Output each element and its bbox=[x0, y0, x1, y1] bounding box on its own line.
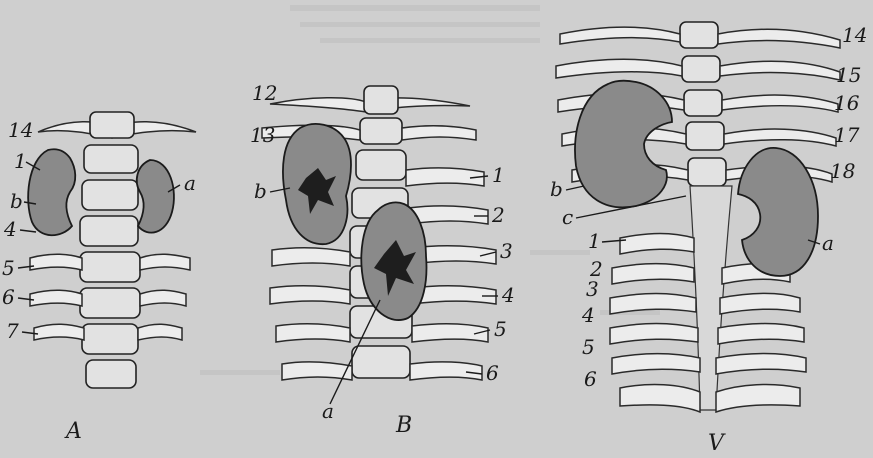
panel-v-kidney-b bbox=[575, 81, 672, 208]
panel-v-label-18: 18 bbox=[830, 159, 855, 183]
panel-a-label-1: 1 bbox=[14, 149, 27, 173]
panel-a-label-b: b bbox=[10, 189, 23, 213]
panel-b-label-2: 2 bbox=[491, 203, 505, 227]
panel-v-label-16: 16 bbox=[834, 91, 860, 115]
panel-v-caption: V bbox=[708, 431, 726, 456]
panel-b-label-13: 13 bbox=[250, 123, 275, 147]
panel-b-label-3: 3 bbox=[500, 239, 513, 263]
panel-b-label-12: 12 bbox=[252, 81, 277, 105]
panel-b-label-5: 5 bbox=[494, 317, 507, 341]
panel-v-label-3: 3 bbox=[586, 277, 599, 301]
panel-v-label-6: 6 bbox=[584, 367, 597, 391]
panel-b-caption: B bbox=[395, 413, 412, 438]
panel-a-label-4: 4 bbox=[3, 217, 17, 241]
panel-b-label-1: 1 bbox=[492, 163, 505, 187]
panel-a: 14 1 b a 4 5 6 7 A bbox=[2, 112, 196, 444]
panel-v-label-b: b bbox=[550, 177, 563, 201]
panel-v-label-a: a bbox=[822, 231, 834, 255]
panel-v-label-1: 1 bbox=[588, 229, 601, 253]
panel-v-label-15: 15 bbox=[836, 63, 861, 87]
panel-v: 14 15 16 17 18 b c a 1 2 3 4 5 6 V bbox=[550, 22, 867, 456]
panel-b: 12 13 b 1 2 3 4 5 6 a B bbox=[250, 81, 515, 438]
panel-v-spine bbox=[680, 22, 726, 186]
panel-b-label-4: 4 bbox=[501, 283, 515, 307]
panel-a-label-7: 7 bbox=[6, 319, 19, 343]
panel-a-caption: A bbox=[64, 419, 82, 444]
panel-a-label-a: a bbox=[184, 171, 196, 195]
panel-v-label-5: 5 bbox=[582, 335, 595, 359]
panel-a-spine bbox=[80, 112, 140, 388]
panel-a-label-14: 14 bbox=[8, 118, 33, 142]
panel-b-label-6: 6 bbox=[486, 361, 499, 385]
panel-a-kidney-a bbox=[137, 160, 174, 233]
panel-a-label-6: 6 bbox=[2, 285, 15, 309]
panel-a-kidney-b bbox=[28, 149, 75, 235]
panel-v-label-4: 4 bbox=[581, 303, 595, 327]
panel-v-label-14: 14 bbox=[842, 23, 867, 47]
panel-b-label-a: a bbox=[322, 399, 334, 423]
panel-a-label-5: 5 bbox=[2, 256, 15, 280]
panel-v-label-17: 17 bbox=[834, 123, 860, 147]
panel-v-label-c: c bbox=[562, 205, 573, 229]
panel-b-label-b: b bbox=[254, 179, 267, 203]
